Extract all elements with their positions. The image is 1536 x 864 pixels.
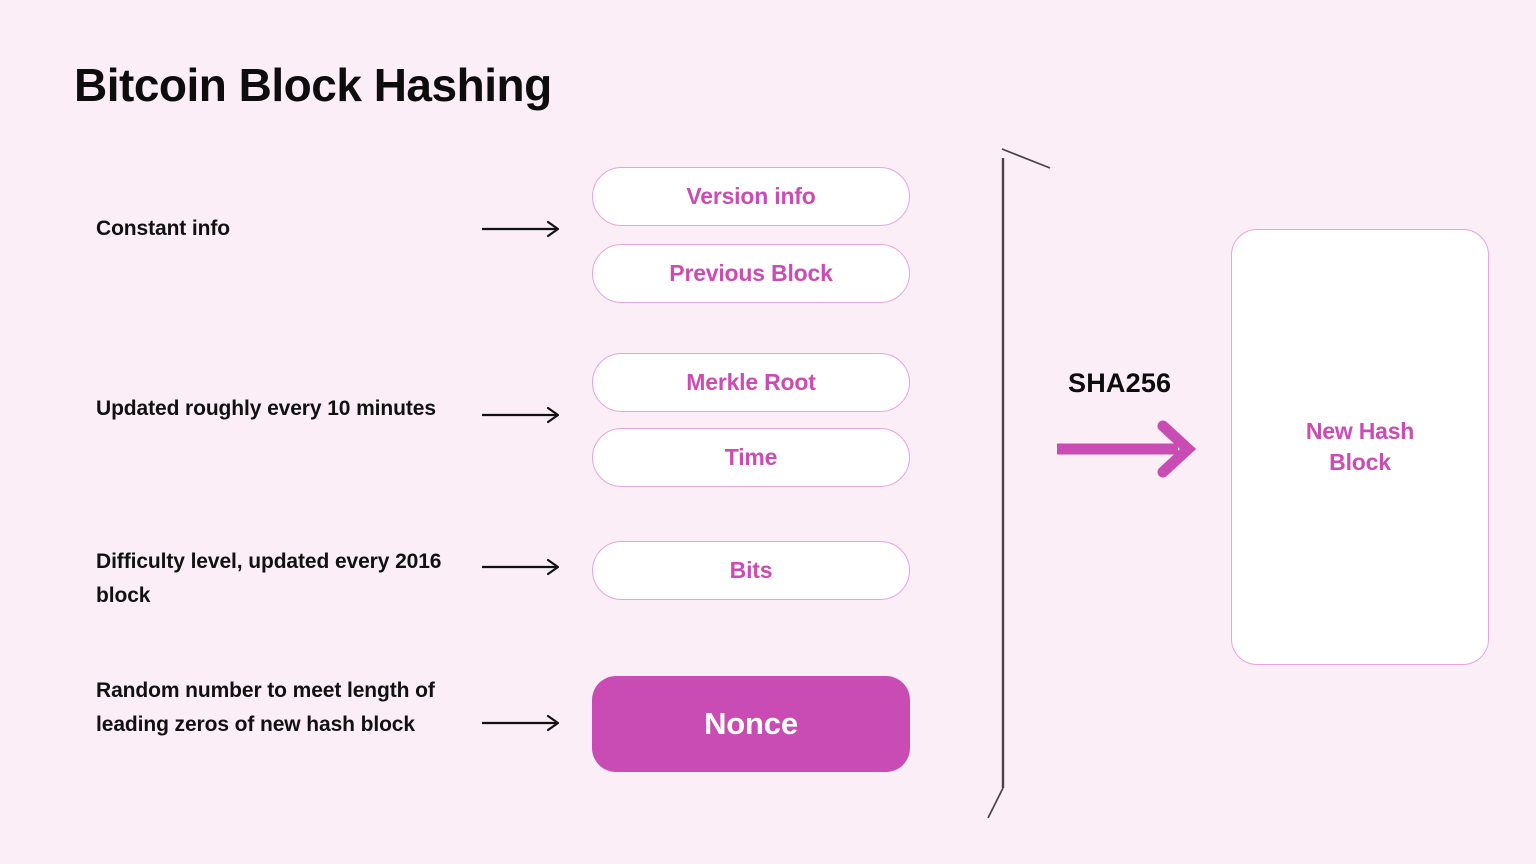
sha256-label: SHA256 [1068,368,1172,398]
right-arrow-icon-difficulty-level [482,558,560,576]
page-title: Bitcoin Block Hashing [74,59,552,111]
block-field-label: Time [724,444,778,470]
block-field-time[interactable]: Time [592,428,910,487]
block-field-previous-block[interactable]: Previous Block [592,244,910,303]
block-field-nonce[interactable]: Nonce [592,676,910,772]
new-hash-block-card[interactable]: New Hash Block [1231,229,1489,665]
description-random-number: Random number to meet length of leading … [96,679,435,737]
block-field-label: Merkle Root [686,369,816,395]
block-field-label: Previous Block [669,260,833,286]
block-field-label: Version info [686,183,816,209]
description-updated-10-minutes: Updated roughly every 10 minutes [96,397,436,420]
curly-brace-icon [987,148,1051,819]
right-arrow-icon-random-number [482,714,560,732]
right-arrow-icon-updated-10-minutes [482,406,560,424]
block-field-bits[interactable]: Bits [592,541,910,600]
description-constant-info: Constant info [96,217,231,240]
new-hash-block-line-1: New Hash [1305,417,1415,444]
new-hash-block-line-2: Block [1329,449,1391,475]
thick-right-arrow-icon [1057,420,1197,478]
block-field-version-info[interactable]: Version info [592,167,910,226]
new-hash-block-text: New Hash Block [1305,416,1415,478]
block-field-label: Bits [729,557,773,583]
right-arrow-icon-constant-info [482,220,560,238]
block-field-merkle-root[interactable]: Merkle Root [592,353,910,412]
description-difficulty-level: Difficulty level, updated every 2016 blo… [96,550,442,608]
block-field-label: Nonce [704,706,798,741]
